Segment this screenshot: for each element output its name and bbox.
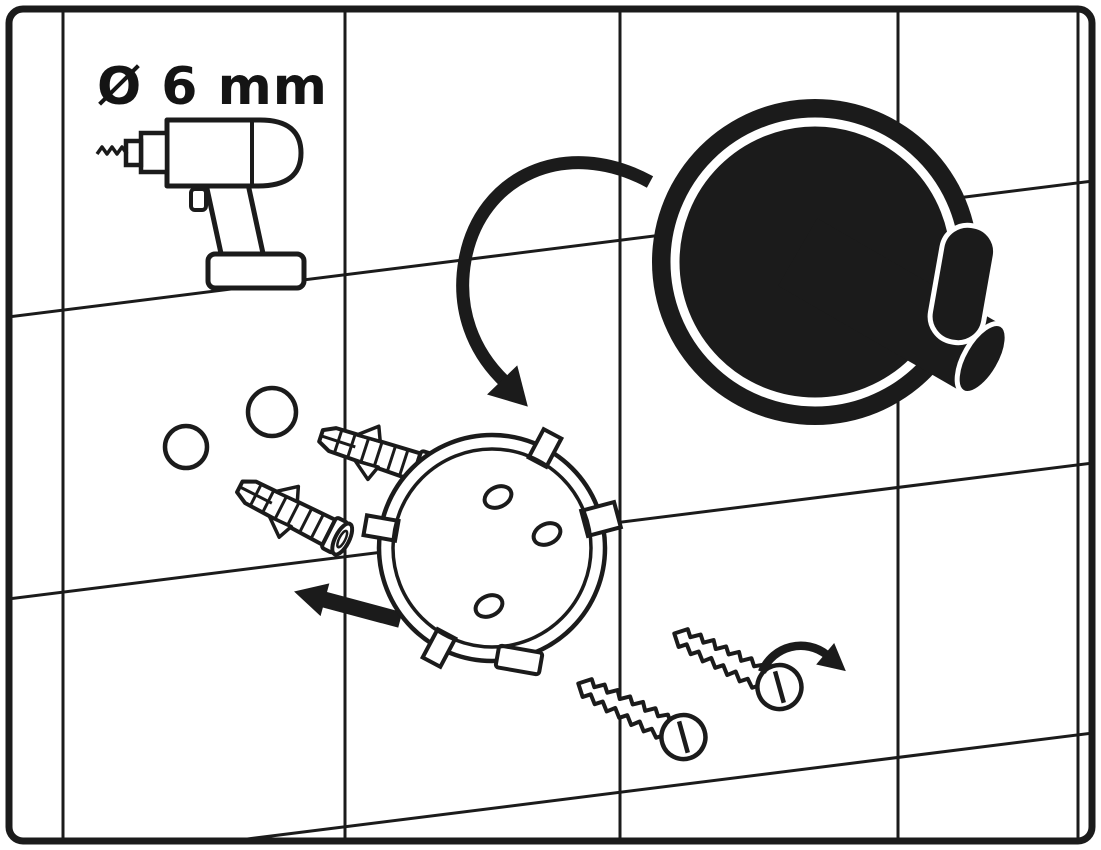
frame-border	[5, 5, 1096, 845]
wall-hook-icon	[652, 99, 1010, 425]
plate-screw-hole	[531, 521, 563, 547]
plate-screw-hole	[482, 484, 514, 510]
pilot-hole	[245, 385, 299, 439]
rotate-arrow-icon	[456, 156, 654, 407]
drill-diameter-label: Ø 6 mm	[97, 57, 328, 117]
hook-pin	[927, 222, 999, 346]
pilot-holes-icon	[162, 385, 299, 471]
drill-bit-icon	[95, 145, 129, 156]
drill-icon	[95, 117, 307, 291]
mounting-plate-icon	[361, 426, 624, 677]
plate-tab	[493, 643, 545, 677]
screw-rotation-arrow-icon	[758, 641, 846, 674]
plate-screw-hole	[473, 593, 505, 619]
push-arrow-icon	[294, 583, 403, 628]
pilot-hole	[162, 423, 210, 471]
